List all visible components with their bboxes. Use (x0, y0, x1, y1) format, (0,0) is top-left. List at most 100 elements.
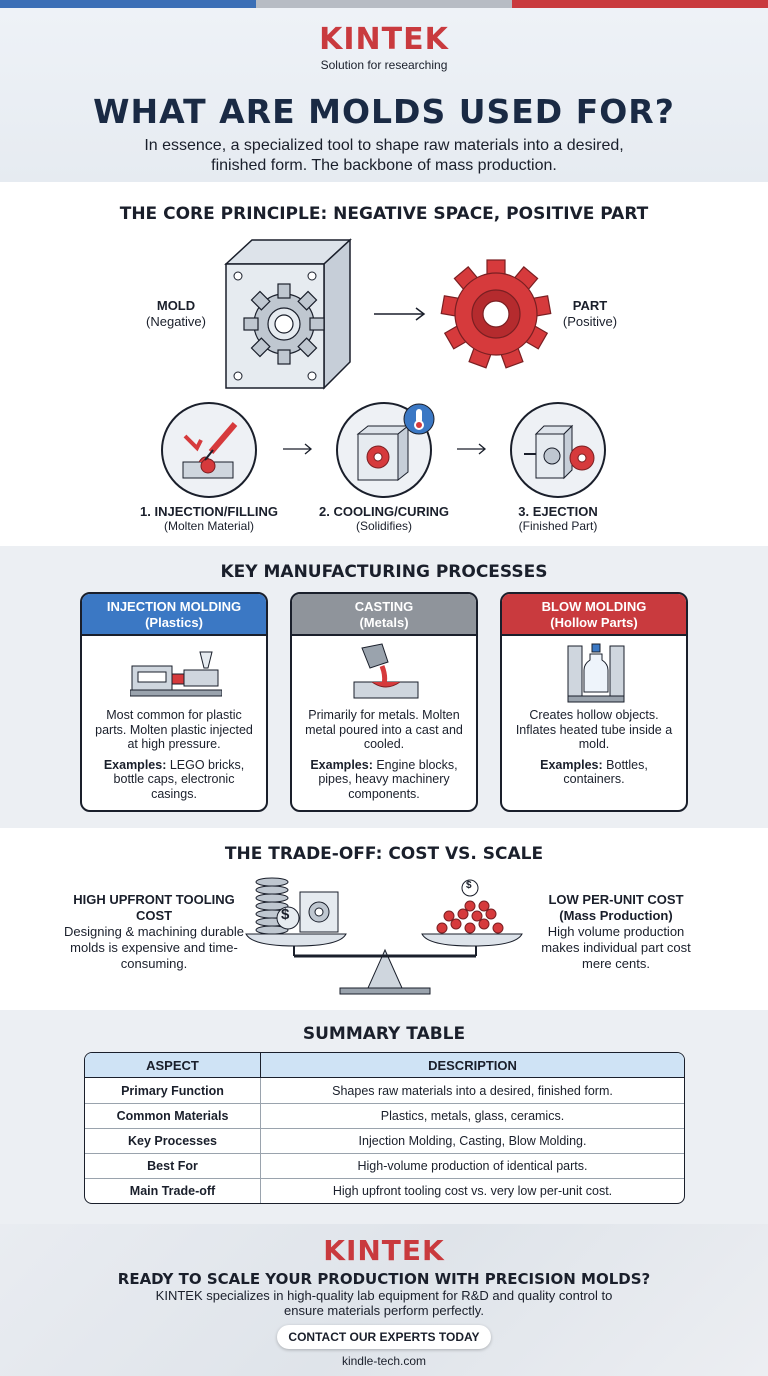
step-cooling-title: 2. COOLING/CURING (318, 504, 449, 519)
table-row: Common Materials Plastics, metals, glass… (85, 1103, 684, 1128)
brand-logo: KINTEK (319, 22, 449, 57)
cta-title: READY TO SCALE YOUR PRODUCTION WITH PREC… (117, 1270, 651, 1288)
tradeoff-left-title: HIGH UPFRONT TOOLING COST (73, 892, 235, 923)
mold-label: MOLD (Negative) (126, 298, 226, 330)
summary-title: SUMMARY TABLE (302, 1024, 466, 1044)
tradeoff-right-title: LOW PER-UNIT COST (548, 892, 684, 907)
table-cell-aspect: Best For (85, 1153, 261, 1178)
arrow-right-icon (457, 443, 487, 455)
page-title: WHAT ARE MOLDS USED FOR? (93, 92, 675, 131)
tradeoff-title: THE TRADE-OFF: COST VS. SCALE (224, 844, 544, 864)
core-principle-section: THE CORE PRINCIPLE: NEGATIVE SPACE, POSI… (0, 182, 768, 546)
table-header-row: ASPECT DESCRIPTION (85, 1053, 684, 1078)
process-card-name: BLOW MOLDING (541, 599, 647, 614)
column-header-description: DESCRIPTION (261, 1053, 684, 1078)
process-card-examples: Examples: Engine blocks, pipes, heavy ma… (292, 752, 476, 802)
table-cell-aspect: Key Processes (85, 1128, 261, 1153)
mold-label-title: MOLD (156, 298, 196, 313)
part-label-title: PART (572, 298, 608, 313)
process-card-examples: Examples: LEGO bricks, bottle caps, elec… (82, 752, 266, 802)
process-card-icon-area (292, 636, 476, 708)
process-card-name: INJECTION MOLDING (106, 599, 242, 614)
cta-text: KINTEK specializes in high-quality lab e… (155, 1288, 613, 1318)
process-card-icon-area (502, 636, 686, 708)
process-card-sub: (Metals) (359, 615, 409, 630)
step-cooling-label: 2. COOLING/CURING (Solidifies) (289, 504, 479, 534)
step-cooling-sub: (Solidifies) (355, 519, 412, 533)
process-card-casting: CASTING (Metals) Primarily for metals. M… (290, 592, 478, 812)
examples-label: Examples: (540, 757, 603, 772)
syringe-icon (182, 422, 238, 479)
table-cell-description: Plastics, metals, glass, ceramics. (261, 1103, 684, 1128)
ladle-icon (353, 643, 419, 699)
top-color-bar (0, 0, 768, 8)
process-card-blow-molding: BLOW MOLDING (Hollow Parts) Creates holl… (500, 592, 688, 812)
top-bar-red (512, 0, 768, 8)
mold-label-sub: (Negative) (146, 314, 206, 329)
process-card-sub: (Hollow Parts) (550, 615, 638, 630)
step-ejection-circle (510, 402, 606, 498)
table-cell-description: Shapes raw materials into a desired, fin… (332, 1083, 613, 1098)
examples-label: Examples: (310, 757, 373, 772)
table-row: Primary Function Shapes raw materials in… (85, 1078, 684, 1103)
process-card-examples: Examples: Bottles, containers. (502, 752, 686, 787)
tradeoff-left-text: Designing & machining durable molds is e… (64, 924, 244, 971)
table-cell-description: Injection Molding, Casting, Blow Molding… (261, 1128, 684, 1153)
process-card-desc: Creates hollow objects. Inflates heated … (515, 708, 673, 751)
bottle-icon (567, 643, 625, 703)
step-injection-title: 1. INJECTION/FILLING (140, 504, 278, 519)
top-bar-gray (256, 0, 512, 8)
arrow-right-icon (283, 443, 313, 455)
table-cell-aspect: Common Materials (85, 1103, 261, 1128)
processes-title: KEY MANUFACTURING PROCESSES (220, 562, 548, 582)
examples-text: Bottles, containers. (563, 757, 648, 787)
dollar-icon: $ (281, 906, 290, 923)
process-card-injection: INJECTION MOLDING (Plastics) Most common… (80, 592, 268, 812)
examples-text: Engine blocks, pipes, heavy machinery co… (318, 757, 458, 801)
mold-block-icon (224, 238, 352, 390)
table-row: Best For High-volume production of ident… (85, 1153, 684, 1178)
header: KINTEK Solution for researching WHAT ARE… (0, 8, 768, 182)
step-ejection-title: 3. EJECTION (518, 504, 598, 519)
part-label-sub: (Positive) (562, 314, 618, 329)
red-gear-icon (440, 259, 552, 369)
tradeoff-right-block: LOW PER-UNIT COST (Mass Production) High… (532, 892, 700, 972)
summary-table: ASPECT DESCRIPTION Primary Function Shap… (84, 1052, 685, 1204)
table-cell-aspect: Main Trade-off (85, 1178, 261, 1203)
part-label: PART (Positive) (540, 298, 640, 330)
examples-label: Examples: (103, 757, 167, 772)
arrow-right-icon (374, 307, 426, 321)
page-subtitle: In essence, a specialized tool to shape … (144, 137, 624, 174)
examples-text: LEGO bricks, bottle caps, electronic cas… (113, 757, 245, 801)
step-injection-sub: (Molten Material) (163, 519, 255, 533)
tradeoff-right-text: High volume production makes individual … (541, 924, 691, 971)
process-card-sub: (Plastics) (145, 615, 203, 630)
contact-experts-button[interactable]: CONTACT OUR EXPERTS TODAY (277, 1325, 491, 1349)
process-card-desc: Most common for plastic parts. Molten pl… (95, 708, 253, 751)
table-cell-aspect: Primary Function (85, 1078, 261, 1103)
step-injection-circle (161, 402, 257, 498)
footer-cta: KINTEK READY TO SCALE YOUR PRODUCTION WI… (0, 1224, 768, 1376)
step-ejection-sub: (Finished Part) (518, 519, 598, 533)
dollar-icon: $ (466, 880, 472, 891)
step-injection-label: 1. INJECTION/FILLING (Molten Material) (114, 504, 304, 534)
table-cell-description: High upfront tooling cost vs. very low p… (261, 1178, 684, 1203)
footer-logo: KINTEK (323, 1234, 445, 1267)
process-card-desc: Primarily for metals. Molten metal poure… (305, 708, 463, 751)
column-header-aspect: ASPECT (85, 1053, 261, 1078)
cooling-mold-icon (356, 424, 410, 482)
table-cell-description: High-volume production of identical part… (261, 1153, 684, 1178)
eject-icon (524, 424, 595, 480)
step-ejection-label: 3. EJECTION (Finished Part) (463, 504, 653, 534)
tradeoff-left-block: HIGH UPFRONT TOOLING COST Designing & ma… (64, 892, 244, 972)
balance-scale-icon (245, 877, 523, 995)
website-link[interactable]: kindle-tech.com (341, 1354, 427, 1368)
process-card-header: BLOW MOLDING (Hollow Parts) (502, 594, 686, 636)
tradeoff-section: THE TRADE-OFF: COST VS. SCALE HIGH UPFRO… (0, 828, 768, 1010)
tradeoff-right-sub: (Mass Production) (559, 908, 673, 923)
thermometer-icon (403, 403, 435, 435)
process-card-name: CASTING (354, 599, 414, 614)
process-card-icon-area (82, 636, 266, 708)
process-card-header: CASTING (Metals) (292, 594, 476, 636)
injection-machine-icon (130, 651, 222, 697)
